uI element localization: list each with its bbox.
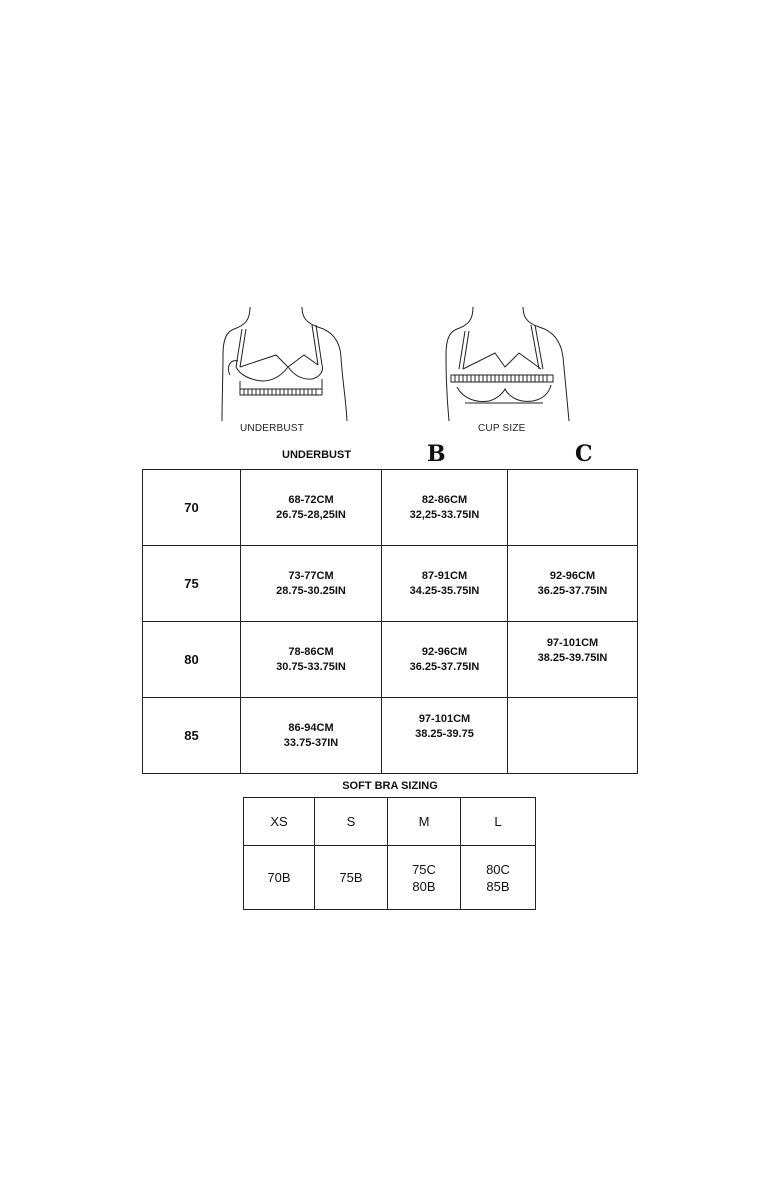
- underbust-cell: 86-94CM 33.75-37IN: [240, 697, 382, 774]
- cup-b-cm: 82-86CM: [421, 493, 468, 506]
- bra-size-table: 70 68-72CM 26.75-28,25IN 82-86CM 32,25-33.…: [142, 469, 638, 774]
- cup-b-column-header: B: [427, 441, 446, 467]
- cup-b-cell: 92-96CM 36.25-37.75IN: [381, 621, 508, 698]
- band-size-cell: 85: [142, 697, 241, 774]
- cup-b-cm: 92-96CM: [421, 645, 468, 658]
- band-size-cell: 75: [142, 545, 241, 622]
- table-row: 85 86-94CM 33.75-37IN 97-101CM 38.25-39.75: [142, 697, 638, 774]
- cup-b-cell: 87-91CM 34.25-35.75IN: [381, 545, 508, 622]
- underbust-in: 28.75-30.25IN: [276, 584, 346, 597]
- cup-b-in: 38.25-39.75: [415, 728, 474, 740]
- table-row: 80 78-86CM 30.75-33.75IN 92-96CM 36.25-37.…: [142, 621, 638, 698]
- size-value: 85B: [486, 878, 510, 894]
- cup-b-cm: 97-101CM: [418, 713, 471, 725]
- underbust-cm: 68-72CM: [288, 493, 334, 506]
- size-header-cell: M: [387, 797, 461, 846]
- underbust-column-header: UNDERBUST: [282, 449, 352, 461]
- size-value: 80B: [412, 878, 436, 894]
- soft-bra-sizing-title: SOFT BRA SIZING: [342, 780, 438, 792]
- size-value-cell: 75B: [314, 845, 388, 910]
- underbust-cell: 73-77CM 28.75-30.25IN: [240, 545, 382, 622]
- cup-c-in: 38.25-39.75IN: [537, 652, 608, 664]
- cup-c-cell: [507, 697, 638, 774]
- cup-b-cell: 97-101CM 38.25-39.75: [381, 697, 508, 774]
- size-value-cell: 70B: [243, 845, 315, 910]
- size-value: 70B: [267, 870, 291, 885]
- cup-size-caption: CUP SIZE: [478, 423, 526, 434]
- cup-b-cell: 82-86CM 32,25-33.75IN: [381, 469, 508, 546]
- underbust-in: 26.75-28,25IN: [276, 508, 346, 521]
- cup-b-in: 32,25-33.75IN: [409, 508, 480, 521]
- table-row: 70 68-72CM 26.75-28,25IN 82-86CM 32,25-33.…: [142, 469, 638, 546]
- band-size-cell: 70: [142, 469, 241, 546]
- underbust-cm: 86-94CM: [288, 721, 334, 734]
- cup-c-column-header: C: [575, 441, 593, 467]
- cup-size-illustration: [443, 305, 573, 423]
- underbust-cm: 78-86CM: [288, 645, 334, 658]
- size-header-cell: XS: [243, 797, 315, 846]
- underbust-caption: UNDERBUST: [240, 423, 305, 434]
- cup-c-cm: 92-96CM: [549, 569, 596, 582]
- underbust-cell: 78-86CM 30.75-33.75IN: [240, 621, 382, 698]
- size-value: 80C: [486, 861, 510, 877]
- underbust-in: 33.75-37IN: [283, 736, 339, 749]
- cup-b-in: 36.25-37.75IN: [409, 660, 480, 673]
- cup-c-cell: 97-101CM 38.25-39.75IN: [507, 621, 638, 698]
- size-value: 75B: [339, 870, 363, 885]
- table-row: 75 73-77CM 28.75-30.25IN 87-91CM 34.25-35.…: [142, 545, 638, 622]
- size-header-cell: S: [314, 797, 388, 846]
- cup-c-cell: [507, 469, 638, 546]
- band-size-cell: 80: [142, 621, 241, 698]
- cup-c-cm: 97-101CM: [546, 637, 599, 649]
- underbust-illustration: [220, 305, 350, 423]
- underbust-cm: 73-77CM: [288, 569, 334, 582]
- size-value: 75C: [412, 861, 436, 877]
- cup-b-in: 34.25-35.75IN: [409, 584, 480, 597]
- cup-b-cm: 87-91CM: [421, 569, 468, 582]
- size-header-cell: L: [460, 797, 536, 846]
- underbust-cell: 68-72CM 26.75-28,25IN: [240, 469, 382, 546]
- underbust-in: 30.75-33.75IN: [276, 660, 346, 673]
- table-row: XS S M L: [243, 797, 536, 846]
- cup-c-cell: 92-96CM 36.25-37.75IN: [507, 545, 638, 622]
- cup-c-in: 36.25-37.75IN: [537, 584, 608, 597]
